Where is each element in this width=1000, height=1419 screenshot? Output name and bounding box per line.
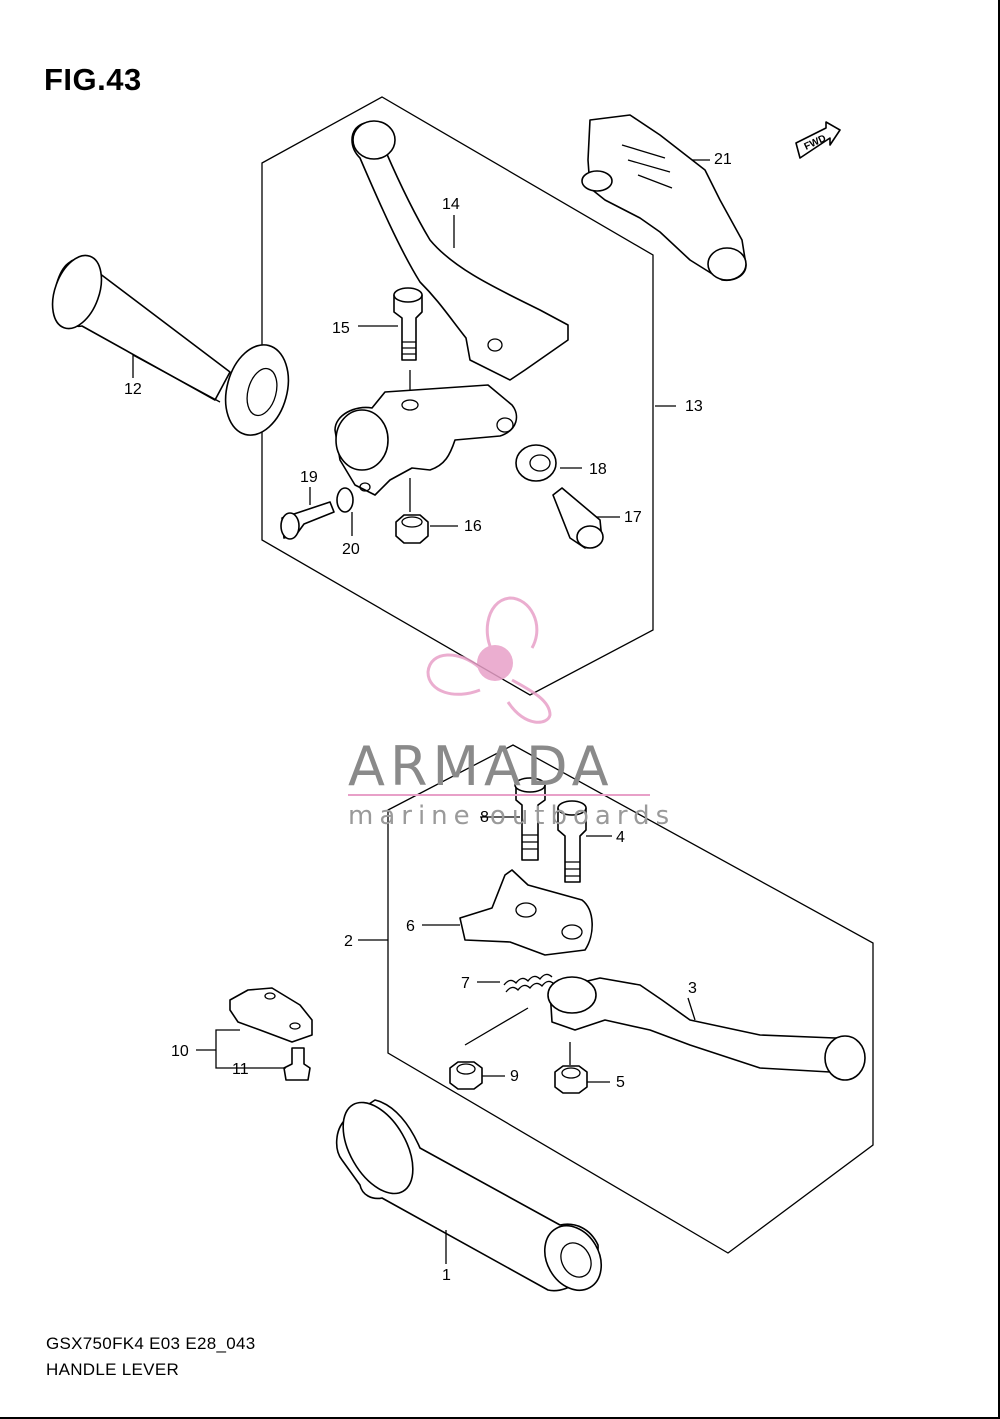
propeller-logo-icon xyxy=(426,596,552,724)
fwd-label: FWD xyxy=(803,133,828,153)
callout-16: 16 xyxy=(464,518,482,535)
callout-18: 18 xyxy=(589,461,607,478)
watermark-tagline: marine outboards xyxy=(348,801,675,831)
spring-part xyxy=(503,973,555,993)
callout-12: 12 xyxy=(124,381,142,398)
pivot-bolt-part xyxy=(393,287,423,361)
callout-4: 4 xyxy=(616,829,625,846)
callout-7: 7 xyxy=(461,975,470,992)
figure-title: FIG.43 xyxy=(44,62,142,97)
switch-screw-part xyxy=(283,1047,311,1081)
callout-19: 19 xyxy=(300,469,318,486)
callout-8: 8 xyxy=(480,809,489,826)
callout-5: 5 xyxy=(616,1074,625,1091)
callout-2: 2 xyxy=(344,933,353,950)
callout-20: 20 xyxy=(342,541,360,558)
section-name: HANDLE LEVER xyxy=(46,1360,180,1379)
washer-part xyxy=(336,487,354,513)
adjuster-part xyxy=(515,444,557,482)
lower-assembly-outline xyxy=(387,744,874,1254)
clutch-lever-part xyxy=(351,120,569,381)
callout-21: 21 xyxy=(714,151,732,168)
upper-assembly-outline xyxy=(261,96,654,696)
nut-part xyxy=(395,514,429,544)
lever-bracket-part xyxy=(334,384,518,496)
nut-9-part xyxy=(449,1061,483,1090)
screw-part xyxy=(514,777,546,861)
callout-3: 3 xyxy=(688,980,697,997)
throttle-grip-part xyxy=(335,1099,603,1292)
lower-bolt-part xyxy=(557,800,587,883)
brake-lever-part xyxy=(547,976,866,1081)
model-code: GSX750FK4 E03 E28_043 xyxy=(46,1334,256,1353)
fwd-arrow-icon: FWD xyxy=(795,121,841,159)
leader-lines-lower xyxy=(196,816,696,1264)
switch-part xyxy=(229,987,313,1043)
watermark-brand: ARMADA xyxy=(348,735,614,798)
callout-11: 11 xyxy=(232,1061,249,1078)
callout-6: 6 xyxy=(406,918,415,935)
cam-part xyxy=(459,869,593,956)
callout-14: 14 xyxy=(442,196,460,213)
nut-5-part xyxy=(554,1065,588,1094)
callout-13: 13 xyxy=(685,398,703,415)
left-grip-part xyxy=(51,254,290,436)
callout-1: 1 xyxy=(442,1267,451,1284)
callout-15: 15 xyxy=(332,320,350,337)
leader-lines-upper xyxy=(132,159,710,536)
adjuster-bolt-part xyxy=(552,487,604,549)
callout-17: 17 xyxy=(624,509,642,526)
callout-9: 9 xyxy=(510,1068,519,1085)
callout-10: 10 xyxy=(171,1043,189,1060)
lever-guard-part xyxy=(581,114,747,282)
bolt-part xyxy=(280,501,335,540)
